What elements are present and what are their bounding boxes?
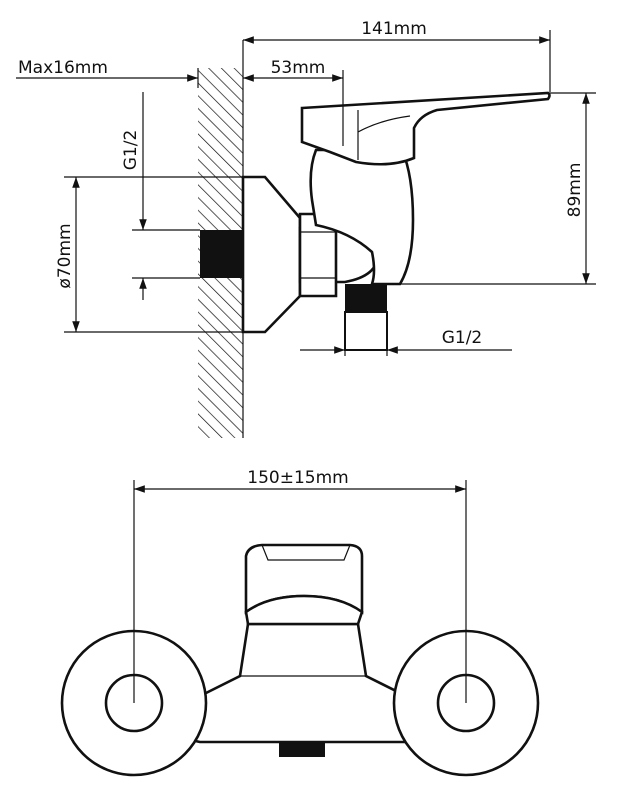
- dim-outlet-g12: G1/2: [300, 312, 512, 356]
- dim-89mm: 89mm: [400, 92, 596, 285]
- inlet-label: G1/2: [121, 130, 141, 171]
- dim-53mm: 53mm: [243, 58, 344, 146]
- lever-handle: [300, 91, 551, 166]
- side-view: [198, 40, 551, 438]
- spacing-label: 150±15mm: [247, 468, 348, 488]
- outlet-label: G1/2: [442, 328, 483, 348]
- height-label: 89mm: [565, 163, 585, 218]
- dim-150mm: 150±15mm: [133, 468, 467, 703]
- flange-label: ø70mm: [55, 223, 75, 288]
- outlet-stem: [344, 311, 388, 351]
- front-handle-top: [261, 544, 351, 561]
- offset-label: 53mm: [271, 58, 326, 78]
- dim-wall-max: Max16mm: [16, 58, 199, 88]
- faucet-body: [309, 148, 415, 286]
- wall-inlet-fitting: [200, 230, 242, 278]
- wall-label: Max16mm: [18, 58, 108, 78]
- dim-inlet-g12: G1/2: [121, 92, 200, 300]
- front-handle-base: [244, 594, 364, 626]
- outlet-fitting: [345, 284, 387, 312]
- dim-flange-70mm: ø70mm: [55, 176, 243, 333]
- lever-crease: [357, 110, 411, 160]
- dim-141mm: 141mm: [243, 19, 551, 92]
- flange: [241, 175, 302, 334]
- width-label: 141mm: [361, 19, 427, 39]
